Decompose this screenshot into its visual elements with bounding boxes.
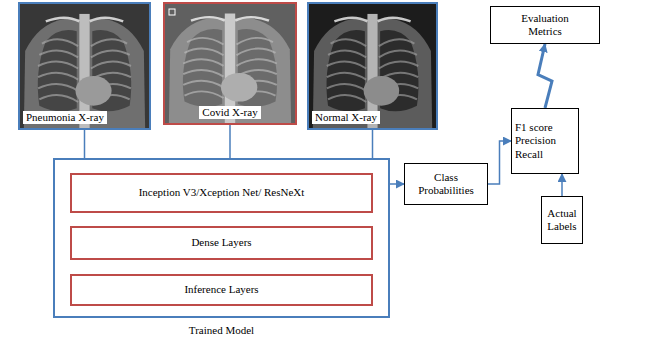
xray-panel: Covid X-ray bbox=[163, 2, 297, 125]
connector bbox=[372, 130, 374, 158]
box-label: Evaluation Metrics bbox=[513, 12, 577, 38]
connector bbox=[229, 125, 231, 158]
connector bbox=[84, 130, 86, 158]
connector bbox=[390, 183, 404, 185]
box-label: Inception V3/Xception Net/ ResNeXt bbox=[139, 186, 305, 199]
xray-panel: Pneumonia X-ray bbox=[18, 2, 151, 130]
xray-caption-holder: Covid X-ray bbox=[165, 102, 295, 120]
layer-box: Dense Layers bbox=[70, 226, 373, 260]
box-label: Inference Layers bbox=[184, 283, 258, 296]
chest-xray bbox=[165, 4, 295, 123]
metrics-box: Evaluation Metrics bbox=[490, 6, 600, 44]
label-box: Actual Labels bbox=[541, 196, 583, 244]
box-label: Dense Layers bbox=[191, 236, 251, 249]
output-box: Class Probabilities bbox=[404, 163, 488, 205]
chest-xray bbox=[20, 4, 149, 128]
chest-xray bbox=[309, 4, 436, 128]
box-label: F1 score Precision Recall bbox=[515, 121, 573, 161]
frame-caption: Trained Model bbox=[189, 324, 254, 337]
xray-haze bbox=[20, 4, 149, 128]
box-label: Actual Labels bbox=[545, 207, 579, 233]
xray-caption: Pneumonia X-ray bbox=[23, 111, 107, 124]
xray-caption: Normal X-ray bbox=[312, 111, 380, 124]
layer-box: Inference Layers bbox=[70, 274, 373, 306]
xray-marker bbox=[169, 9, 175, 15]
layer-box: Inception V3/Xception Net/ ResNeXt bbox=[70, 173, 373, 213]
xray-haze bbox=[165, 4, 295, 123]
box-label: Class Probabilities bbox=[411, 171, 481, 197]
xray-panel: Normal X-ray bbox=[307, 2, 438, 130]
lightning-connector bbox=[538, 44, 552, 108]
frame-caption-holder: Trained Model bbox=[55, 320, 388, 338]
connector bbox=[488, 141, 511, 184]
metrics-box: F1 score Precision Recall bbox=[511, 108, 579, 174]
xray-caption: Covid X-ray bbox=[199, 106, 260, 119]
connector bbox=[561, 174, 563, 196]
xray-caption-holder: Pneumonia X-ray bbox=[23, 107, 107, 125]
model-frame: Trained ModelInception V3/Xception Net/ … bbox=[53, 158, 390, 318]
xray-caption-holder: Normal X-ray bbox=[312, 107, 380, 125]
